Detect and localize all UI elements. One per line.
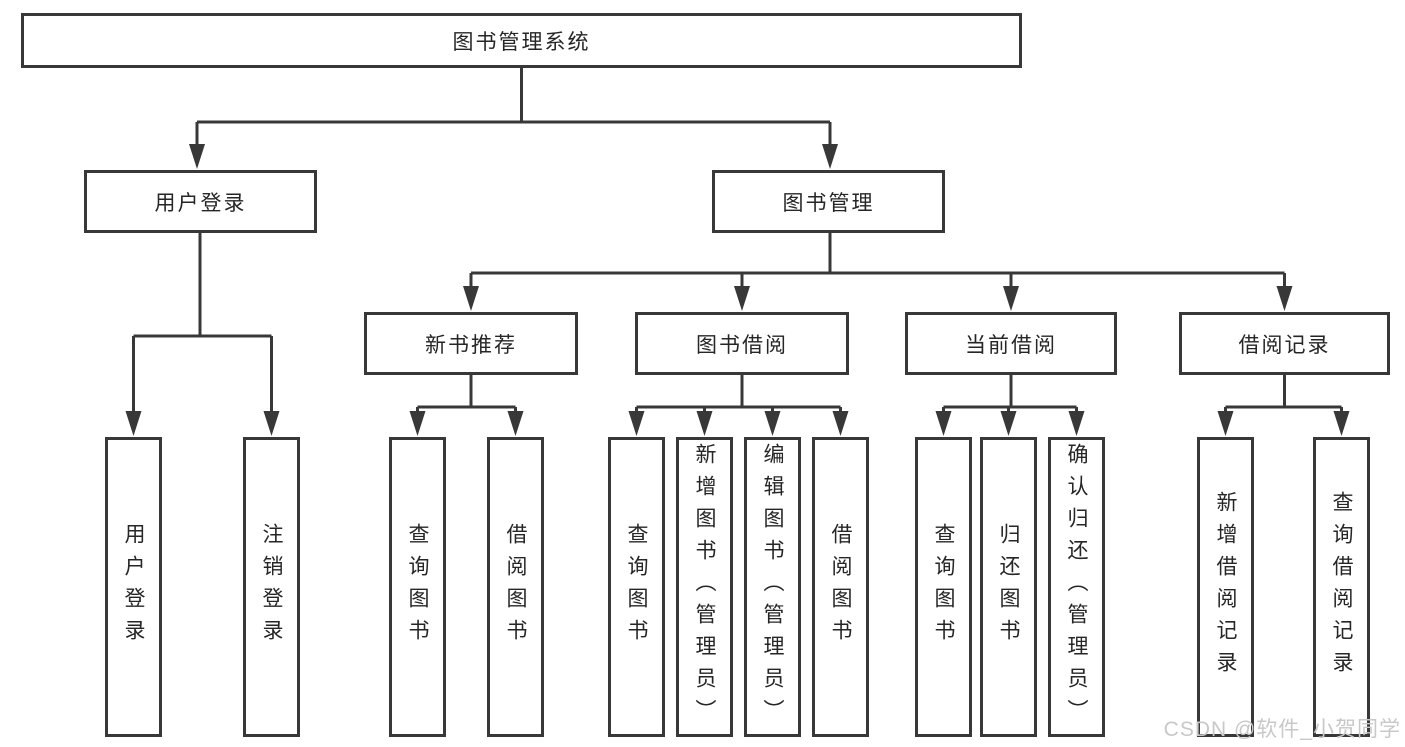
leaf-borrow-book-label: 借阅图书 [829,523,852,651]
leaf-edit-book-admin-label: 编辑图书（管理员） [761,443,784,731]
node-book-borrow: 图书借阅 [635,312,849,375]
leaf-borrow-book-recommend: 借阅图书 [487,437,544,737]
leaf-query-borrow-record-label: 查询借阅记录 [1330,491,1353,683]
node-current-borrow: 当前借阅 [905,312,1117,375]
node-root: 图书管理系统 [21,13,1022,68]
connector-userlogin-to-leaves [125,233,280,436]
node-book-borrow-label: 图书借阅 [696,333,788,357]
node-user-login: 用户登录 [84,170,317,233]
leaf-borrow-book: 借阅图书 [812,437,869,737]
node-borrow-record: 借阅记录 [1179,312,1390,375]
leaf-return-book-label: 归还图书 [997,523,1020,651]
leaf-add-borrow-record: 新增借阅记录 [1197,437,1254,737]
node-new-book-recommend-label: 新书推荐 [425,333,517,357]
leaf-query-book-recommend-label: 查询图书 [406,523,429,651]
connector-currentborrow-to-leaves [935,375,1085,436]
leaf-query-book-recommend: 查询图书 [389,437,446,737]
leaf-logout: 注销登录 [243,437,300,737]
node-book-management-label: 图书管理 [782,191,875,215]
node-new-book-recommend: 新书推荐 [364,312,578,375]
connector-borrowrecord-to-leaves [1217,375,1350,436]
leaf-add-borrow-record-label: 新增借阅记录 [1214,491,1237,683]
node-current-borrow-label: 当前借阅 [965,333,1057,357]
leaf-query-book-borrow-label: 查询图书 [625,523,648,651]
watermark: CSDN @软件_小贺同学 [1163,718,1401,741]
leaf-user-login: 用户登录 [105,437,162,737]
connector-root-to-level2 [189,68,838,169]
leaf-add-book-admin: 新增图书（管理员） [676,437,733,737]
leaf-logout-label: 注销登录 [260,523,283,651]
leaf-borrow-book-recommend-label: 借阅图书 [504,523,527,651]
connector-newbookrec-to-leaves [409,375,524,436]
node-borrow-record-label: 借阅记录 [1238,333,1331,357]
connector-bookborrow-to-leaves [628,375,849,436]
leaf-return-book: 归还图书 [980,437,1037,737]
node-book-management: 图书管理 [712,170,945,233]
leaf-add-book-admin-label: 新增图书（管理员） [693,443,716,731]
leaf-query-book-current: 查询图书 [915,437,972,737]
leaf-edit-book-admin: 编辑图书（管理员） [744,437,801,737]
leaf-query-book-current-label: 查询图书 [932,523,955,651]
leaf-query-borrow-record: 查询借阅记录 [1313,437,1370,737]
leaf-confirm-return-admin-label: 确认归还（管理员） [1065,443,1088,731]
node-user-login-label: 用户登录 [154,191,247,215]
leaf-confirm-return-admin: 确认归还（管理员） [1048,437,1105,737]
node-root-label: 图书管理系统 [452,30,591,54]
connector-bookmgmt-to-level3 [463,233,1293,311]
leaf-query-book-borrow: 查询图书 [608,437,665,737]
leaf-user-login-label: 用户登录 [122,523,145,651]
